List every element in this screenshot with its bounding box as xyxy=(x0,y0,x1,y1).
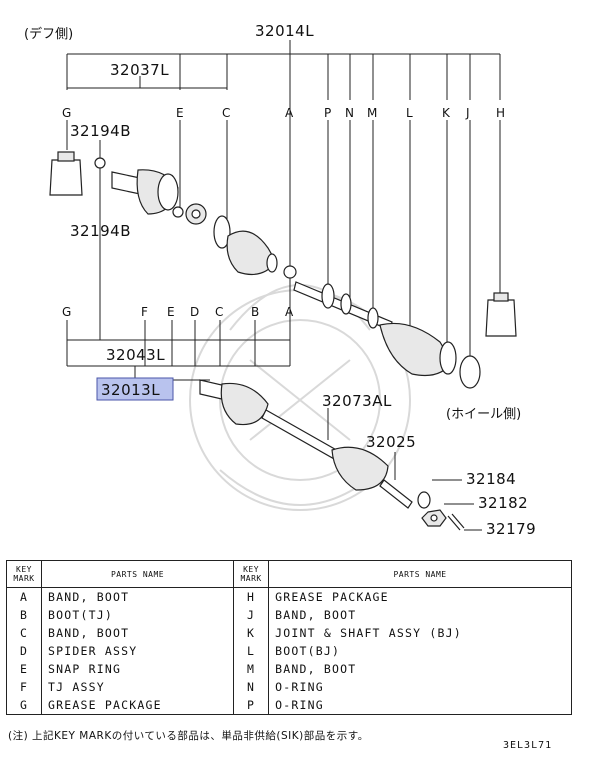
highlight-32013l xyxy=(96,377,174,401)
key-cell: F xyxy=(6,678,42,696)
part-name-cell: TJ ASSY xyxy=(40,678,235,696)
part-name-cell: O-RING xyxy=(268,696,572,715)
parts-diagram: (デフ側) (ホイール側) 32014L 32037L 32194B 32194… xyxy=(24,22,536,538)
wheel-side-label: (ホイール側) xyxy=(446,407,521,422)
bottom-bracket xyxy=(66,320,291,381)
key-cell: M xyxy=(233,660,270,678)
band-boot-m xyxy=(367,307,379,329)
footnote: (注) 上記KEY MARKの付いている部品は、単品非供給(SIK)部品を示す。 xyxy=(8,730,369,742)
o-ring-p xyxy=(321,283,335,309)
part-name-cell: JOINT & SHAFT ASSY (BJ) xyxy=(268,624,572,642)
key-letter-e-bottom: E xyxy=(167,305,175,319)
band-boot-c xyxy=(213,215,231,249)
table-row: D SPIDER ASSY L BOOT(BJ) xyxy=(6,642,572,660)
cotter-pin-32179 xyxy=(447,513,465,531)
part-name-cell: BAND, BOOT xyxy=(40,587,235,606)
table-row: G GREASE PACKAGE P O-RING xyxy=(6,696,572,715)
nut-32182 xyxy=(421,509,447,527)
key-mark-table: KEY MARK PARTS NAME KEY MARK PARTS NAME … xyxy=(6,560,572,715)
key-cell: P xyxy=(233,696,270,715)
key-cell: G xyxy=(6,696,42,715)
key-cell: K xyxy=(233,624,270,642)
part-number-32014l: 32014L xyxy=(255,22,314,40)
band-boot-a xyxy=(283,265,297,279)
part-number-32013l: 32013L xyxy=(101,381,160,399)
part-number-32025: 32025 xyxy=(366,433,416,451)
part-number-32073al: 32073AL xyxy=(322,392,392,410)
key-letter-k-top: K xyxy=(442,106,451,120)
snap-ring-32194b xyxy=(94,157,106,169)
part-name-cell: SPIDER ASSY xyxy=(40,642,235,660)
key-letter-j-top: J xyxy=(465,106,470,120)
table-row: B BOOT(TJ) J BAND, BOOT xyxy=(6,606,572,624)
part-name-cell: BOOT(BJ) xyxy=(268,642,572,660)
key-cell: L xyxy=(233,642,270,660)
part-number-32184: 32184 xyxy=(466,470,516,488)
key-cell: N xyxy=(233,678,270,696)
part-number-32182: 32182 xyxy=(478,494,528,512)
o-ring-n xyxy=(340,293,352,315)
key-letter-m-top: M xyxy=(367,106,377,120)
top-bracket xyxy=(66,40,501,340)
boot-tj xyxy=(226,230,278,275)
key-letter-g-top: G xyxy=(62,106,71,120)
washer-32184 xyxy=(417,491,431,509)
key-letter-c-bottom: C xyxy=(215,305,223,319)
key-cell: B xyxy=(6,606,42,624)
key-mark-header-left: KEY MARK xyxy=(6,560,42,588)
key-letter-p-top: P xyxy=(324,106,331,120)
key-letter-a-top: A xyxy=(285,106,294,120)
part-name-cell: O-RING xyxy=(268,678,572,696)
key-letter-g-bottom: G xyxy=(62,305,71,319)
right-leaders xyxy=(327,408,482,531)
diff-side-label: (デフ側) xyxy=(24,26,73,42)
grease-package-g xyxy=(49,151,83,196)
part-number-32043l: 32043L xyxy=(106,346,165,364)
key-cell: H xyxy=(233,587,270,606)
part-name-cell: BOOT(TJ) xyxy=(40,606,235,624)
part-name-cell: BAND, BOOT xyxy=(268,660,572,678)
part-name-cell: GREASE PACKAGE xyxy=(40,696,235,715)
key-cell: A xyxy=(6,587,42,606)
key-cell: J xyxy=(233,606,270,624)
snap-ring-e xyxy=(172,206,184,218)
part-number-32194b-top: 32194B xyxy=(70,122,131,140)
key-letter-l-top: L xyxy=(406,106,413,120)
part-name-cell: BAND, BOOT xyxy=(40,624,235,642)
parts-name-header-left: PARTS NAME xyxy=(40,560,235,588)
part-number-32194b-bottom: 32194B xyxy=(70,222,131,240)
key-mark-header-right: KEY MARK xyxy=(233,560,270,588)
table-row: F TJ ASSY N O-RING xyxy=(6,678,572,696)
parts-name-header-right: PARTS NAME xyxy=(268,560,572,588)
part-number-32179: 32179 xyxy=(486,520,536,538)
key-letter-h-top: H xyxy=(496,106,505,120)
key-letter-a-bottom: A xyxy=(285,305,294,319)
part-name-cell: GREASE PACKAGE xyxy=(268,587,572,606)
part-number-32037l: 32037L xyxy=(110,61,169,79)
part-name-cell: BAND, BOOT xyxy=(268,606,572,624)
key-letter-f-bottom: F xyxy=(141,305,148,319)
key-cell: D xyxy=(6,642,42,660)
key-cell: C xyxy=(6,624,42,642)
table-header-row: KEY MARK PARTS NAME KEY MARK PARTS NAME xyxy=(6,560,572,588)
part-name-cell: SNAP RING xyxy=(40,660,235,678)
key-letter-e-top: E xyxy=(176,106,184,120)
key-letter-b-bottom: B xyxy=(251,305,259,319)
grease-package-h xyxy=(485,292,517,337)
key-letter-c-top: C xyxy=(222,106,230,120)
key-cell: E xyxy=(6,660,42,678)
key-letter-d-bottom: D xyxy=(190,305,199,319)
key-letter-n-top: N xyxy=(345,106,354,120)
band-boot-j xyxy=(459,355,481,389)
table-row: C BAND, BOOT K JOINT & SHAFT ASSY (BJ) xyxy=(6,624,572,642)
diagram-code: 3EL3L71 xyxy=(503,740,553,751)
assembled-driveshaft xyxy=(199,379,413,509)
table-row: E SNAP RING M BAND, BOOT xyxy=(6,660,572,678)
spider-assy xyxy=(185,203,207,225)
tj-assy xyxy=(111,169,179,215)
boot-bj xyxy=(379,322,457,377)
top-leaders xyxy=(66,120,501,360)
table-row: A BAND, BOOT H GREASE PACKAGE xyxy=(6,587,572,606)
